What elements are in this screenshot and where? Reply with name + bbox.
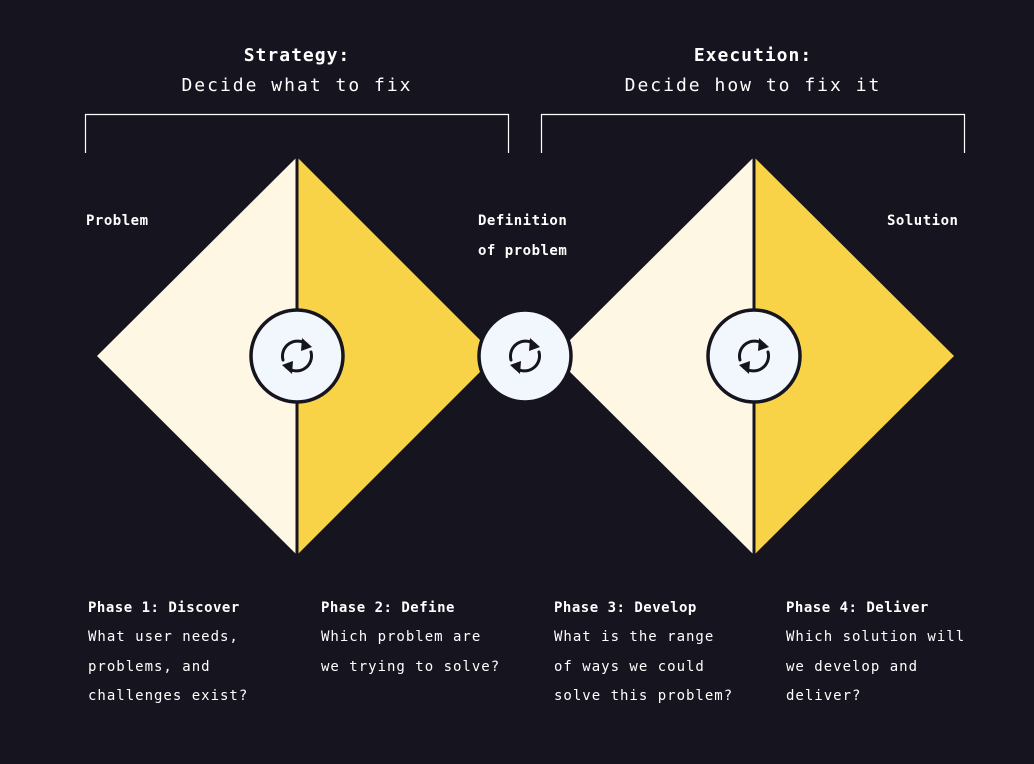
phase-description: What user needs, problems, and challenge… (88, 629, 249, 704)
phase-deliver: Phase 4: Deliver Which solution will we … (786, 593, 1006, 712)
phase-description: Which solution will we develop and deliv… (786, 629, 966, 704)
phase-develop: Phase 3: Develop What is the range of wa… (554, 593, 774, 712)
refresh-icon (249, 308, 345, 404)
strategy-title: Strategy: (243, 45, 351, 66)
phase-title: Phase 2: Define (321, 600, 455, 616)
execution-bracket (540, 113, 966, 153)
develop-triangle (554, 157, 754, 555)
phase-description: Which problem are we trying to solve? (321, 629, 501, 675)
phase-title: Phase 1: Discover (88, 600, 240, 616)
deliver-triangle (754, 157, 954, 555)
phase-description: What is the range of ways we could solve… (554, 629, 734, 704)
discover-triangle (97, 157, 297, 555)
definition-label-line1: Definition (478, 213, 568, 229)
strategy-subtitle: Decide what to fix (181, 75, 413, 96)
phase-discover: Phase 1: Discover What user needs, probl… (88, 593, 308, 712)
definition-label-line2: of problem (478, 243, 568, 259)
define-triangle (297, 157, 496, 555)
refresh-icon (706, 308, 802, 404)
execution-subtitle: Decide how to fix it (624, 75, 882, 96)
strategy-bracket (84, 113, 510, 153)
problem-label: Problem (86, 213, 149, 229)
phase-title: Phase 3: Develop (554, 600, 697, 616)
phase-define: Phase 2: Define Which problem are we try… (321, 593, 541, 682)
refresh-icon (477, 308, 573, 404)
solution-label: Solution (887, 213, 959, 229)
execution-title: Execution: (693, 45, 813, 66)
phase-title: Phase 4: Deliver (786, 600, 929, 616)
